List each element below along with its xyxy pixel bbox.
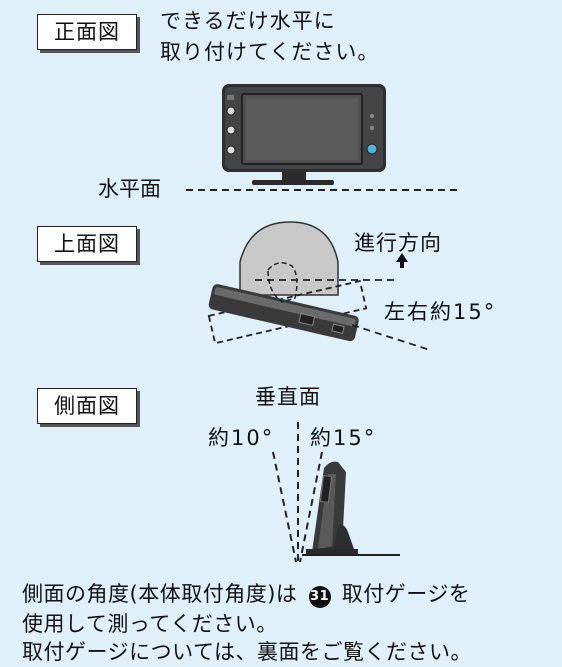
up-arrow-icon bbox=[396, 253, 408, 268]
vertical-plane-label: 垂直面 bbox=[255, 385, 321, 409]
footer-line-2: 使用して測ってください。 bbox=[22, 612, 278, 636]
footer-line-3: 取付ゲージについては、裏面をご覧ください。 bbox=[22, 640, 473, 664]
horizontal-plane-label: 水平面 bbox=[98, 177, 161, 201]
right-tilt-angle-label: 約15° bbox=[310, 426, 377, 450]
footer-line-1a: 側面の角度(本体取付角度)は bbox=[22, 582, 298, 606]
footer-line-1b: 取付ゲージを bbox=[341, 582, 471, 606]
top-view-label: 上面図 bbox=[37, 226, 137, 262]
footer-line-1: 側面の角度(本体取付角度)は 31 取付ゲージを bbox=[22, 580, 470, 609]
left-right-angle-label: 左右約15° bbox=[384, 300, 497, 324]
instruction-line-2: 取り付けてください。 bbox=[160, 40, 380, 64]
direction-of-travel-label: 進行方向 bbox=[354, 231, 442, 255]
front-view-label: 正面図 bbox=[37, 14, 137, 50]
instruction-line-1: できるだけ水平に bbox=[160, 9, 336, 33]
left-tilt-angle-label: 約10° bbox=[208, 426, 275, 450]
reference-badge: 31 bbox=[308, 586, 331, 608]
side-view-label: 側面図 bbox=[37, 388, 137, 424]
